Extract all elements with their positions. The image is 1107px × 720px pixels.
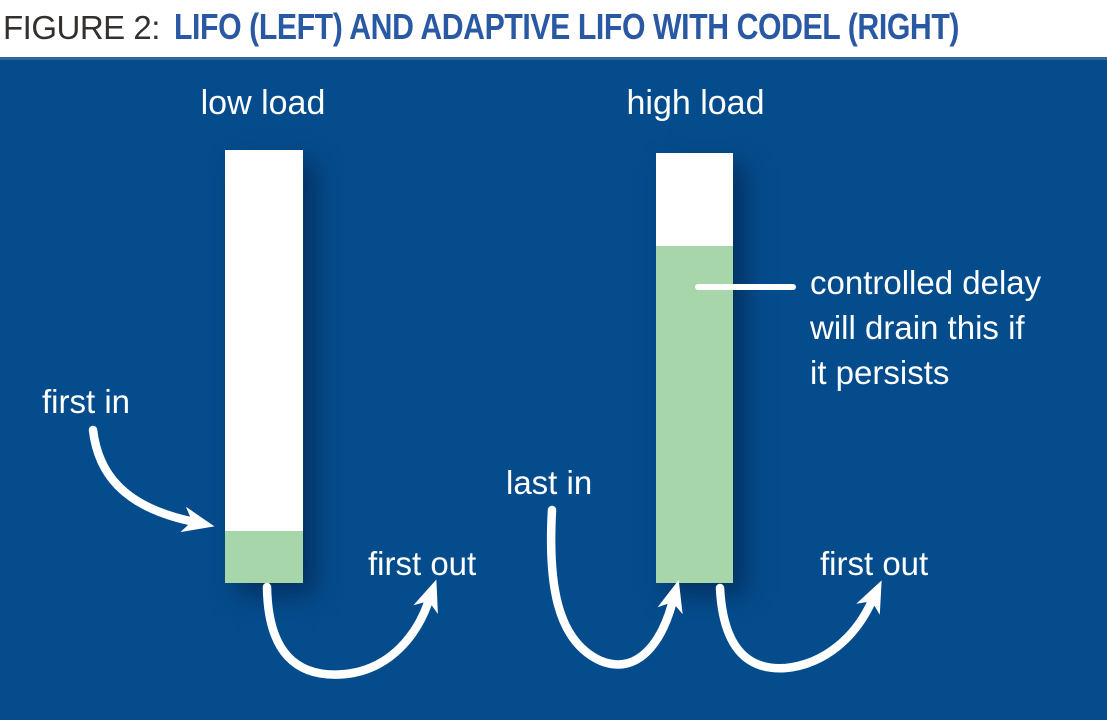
right-queue-bar [656,153,733,583]
diagram-panel: low load high load controlled delay will… [0,57,1107,720]
figure-title-main: LIFO (LEFT) AND ADAPTIVE LIFO WITH CODEL… [173,6,959,47]
last-in-arrow-icon [546,505,683,669]
figure-title: FIGURE 2: LIFO (LEFT) AND ADAPTIVE LIFO … [3,6,1107,48]
figure-title-prefix: FIGURE 2: [3,9,160,46]
annotation-pointer-line [695,284,796,290]
first-in-arrow-icon [88,425,215,533]
left-queue-fill-region [225,531,303,583]
first-out-left-label: first out [368,545,477,582]
controlled-delay-annotation: controlled delay will drain this if it p… [810,260,1041,395]
left-queue-bar [225,150,303,583]
annotation-line: it persists [810,354,950,391]
low-load-heading: low load [200,84,326,122]
right-queue-fill-region [656,246,733,583]
first-in-label: first in [42,383,131,420]
last-in-label: last in [506,464,593,501]
annotation-line: controlled delay [810,264,1042,301]
first-out-right-label: first out [820,545,929,582]
right-queue-empty-region [656,153,733,246]
annotation-line: will drain this if [810,309,1025,346]
left-queue-empty-region [225,150,303,531]
high-load-heading: high load [626,84,765,122]
first-out-left-arrow-icon [262,579,438,679]
first-out-right-arrow-icon [715,580,882,673]
